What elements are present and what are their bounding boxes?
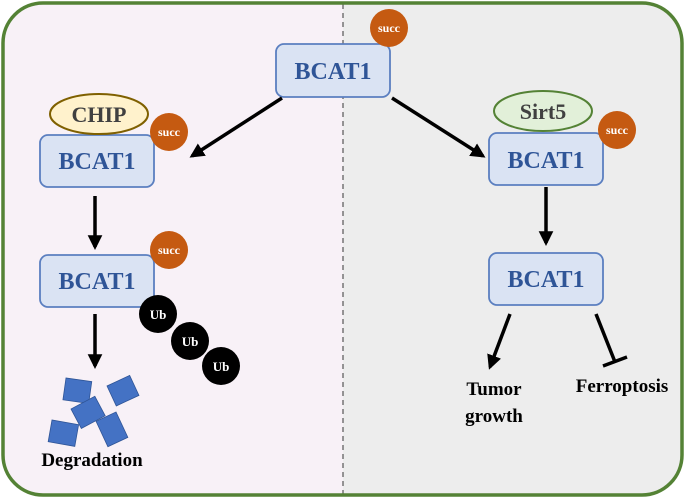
- ub-label-1: Ub: [150, 307, 167, 322]
- ub-circle-1: Ub: [139, 295, 177, 333]
- bcat1-top-label: BCAT1: [295, 59, 372, 85]
- succ-badge-top: succ: [370, 9, 408, 47]
- right-panel: [343, 3, 682, 495]
- succ-label-top: succ: [378, 21, 401, 35]
- tumor-label-line2: growth: [465, 406, 523, 427]
- bcat1-ub-node: BCAT1: [39, 254, 155, 308]
- degraded-protein-fragments-icon: [47, 374, 140, 448]
- arrow-to-tumor-growth: [487, 313, 512, 370]
- sirt5-label: Sirt5: [520, 99, 566, 124]
- bcat1-top-node: BCAT1: [275, 43, 391, 98]
- succ-badge-ub: succ: [150, 231, 188, 269]
- degradation-label: Degradation: [41, 450, 143, 471]
- bcat1-chip-node: BCAT1: [39, 134, 155, 188]
- tumor-growth-label: Tumor growth: [465, 379, 523, 427]
- ub-circle-2: Ub: [171, 322, 209, 360]
- chip-ellipse: CHIP: [49, 93, 149, 135]
- bcat1-right-label: BCAT1: [508, 267, 585, 293]
- ub-circle-3: Ub: [202, 347, 240, 385]
- sirt5-ellipse: Sirt5: [493, 90, 593, 132]
- bcat1-sirt5-label: BCAT1: [508, 148, 585, 174]
- succ-label-chip: succ: [158, 125, 181, 139]
- tumor-label-line1: Tumor: [466, 379, 522, 400]
- arrow-top-to-sirt5-branch: [391, 96, 486, 158]
- bcat1-chip-label: BCAT1: [59, 149, 136, 175]
- ferroptosis-label: Ferroptosis: [576, 376, 669, 397]
- bcat1-sirt5-node: BCAT1: [488, 132, 604, 186]
- arrow-top-to-chip-branch: [189, 96, 283, 158]
- bcat1-right-node: BCAT1: [488, 252, 604, 306]
- succ-label-ub: succ: [158, 243, 181, 257]
- ub-label-3: Ub: [213, 359, 230, 374]
- succ-badge-chip: succ: [150, 113, 188, 151]
- ub-label-2: Ub: [182, 334, 199, 349]
- bcat1-ub-label: BCAT1: [59, 269, 136, 295]
- ub-chain: Ub Ub Ub: [139, 295, 240, 385]
- inhibit-arrow-ferroptosis: [594, 313, 628, 368]
- succ-badge-sirt5: succ: [598, 111, 636, 149]
- chip-label: CHIP: [72, 102, 127, 127]
- succ-label-sirt5: succ: [606, 123, 629, 137]
